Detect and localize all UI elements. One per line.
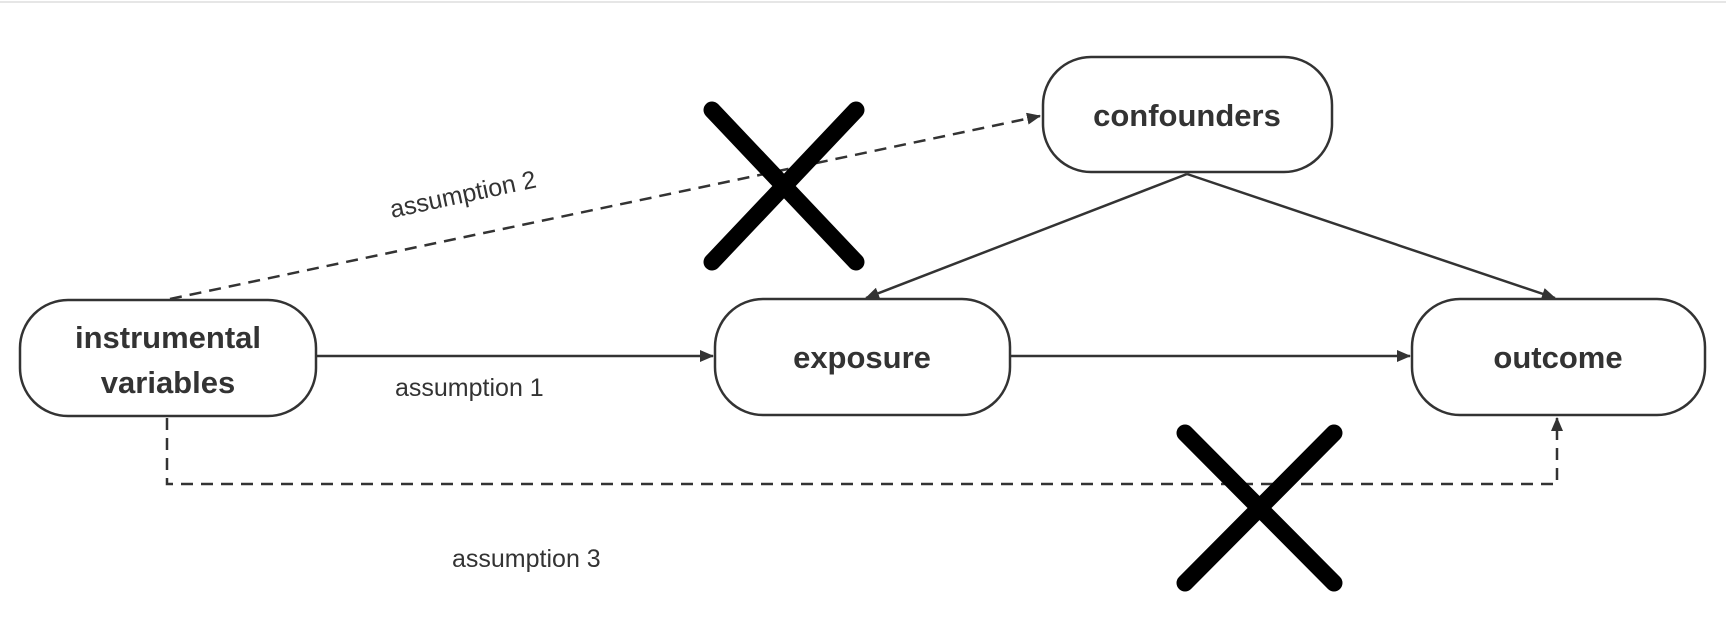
edge-confounders-to-exposure — [865, 172, 1188, 300]
edge-confounders-to-outcome — [1186, 172, 1556, 300]
node-instrumental-variables: instrumental variables — [18, 298, 318, 418]
node-outcome: outcome — [1410, 297, 1707, 417]
node-outcome-label: outcome — [1493, 340, 1622, 375]
cross-mark-assumption-2 — [703, 101, 865, 271]
edge-iv-to-outcome — [165, 417, 1563, 486]
node-exposure-label: exposure — [793, 340, 931, 375]
assumption-2-label: assumption 2 — [387, 166, 538, 224]
node-confounders-label: confounders — [1093, 98, 1281, 133]
edge-iv-to-confounders — [169, 112, 1041, 301]
cross-mark-assumption-3 — [1176, 424, 1343, 592]
assumption-1-label: assumption 1 — [395, 374, 544, 402]
node-instrumental-variables-line1: instrumental — [75, 320, 261, 355]
assumption-3-label: assumption 3 — [452, 545, 601, 573]
node-exposure: exposure — [713, 297, 1012, 417]
node-instrumental-variables-line2: variables — [101, 365, 235, 400]
node-confounders: confounders — [1041, 55, 1334, 174]
